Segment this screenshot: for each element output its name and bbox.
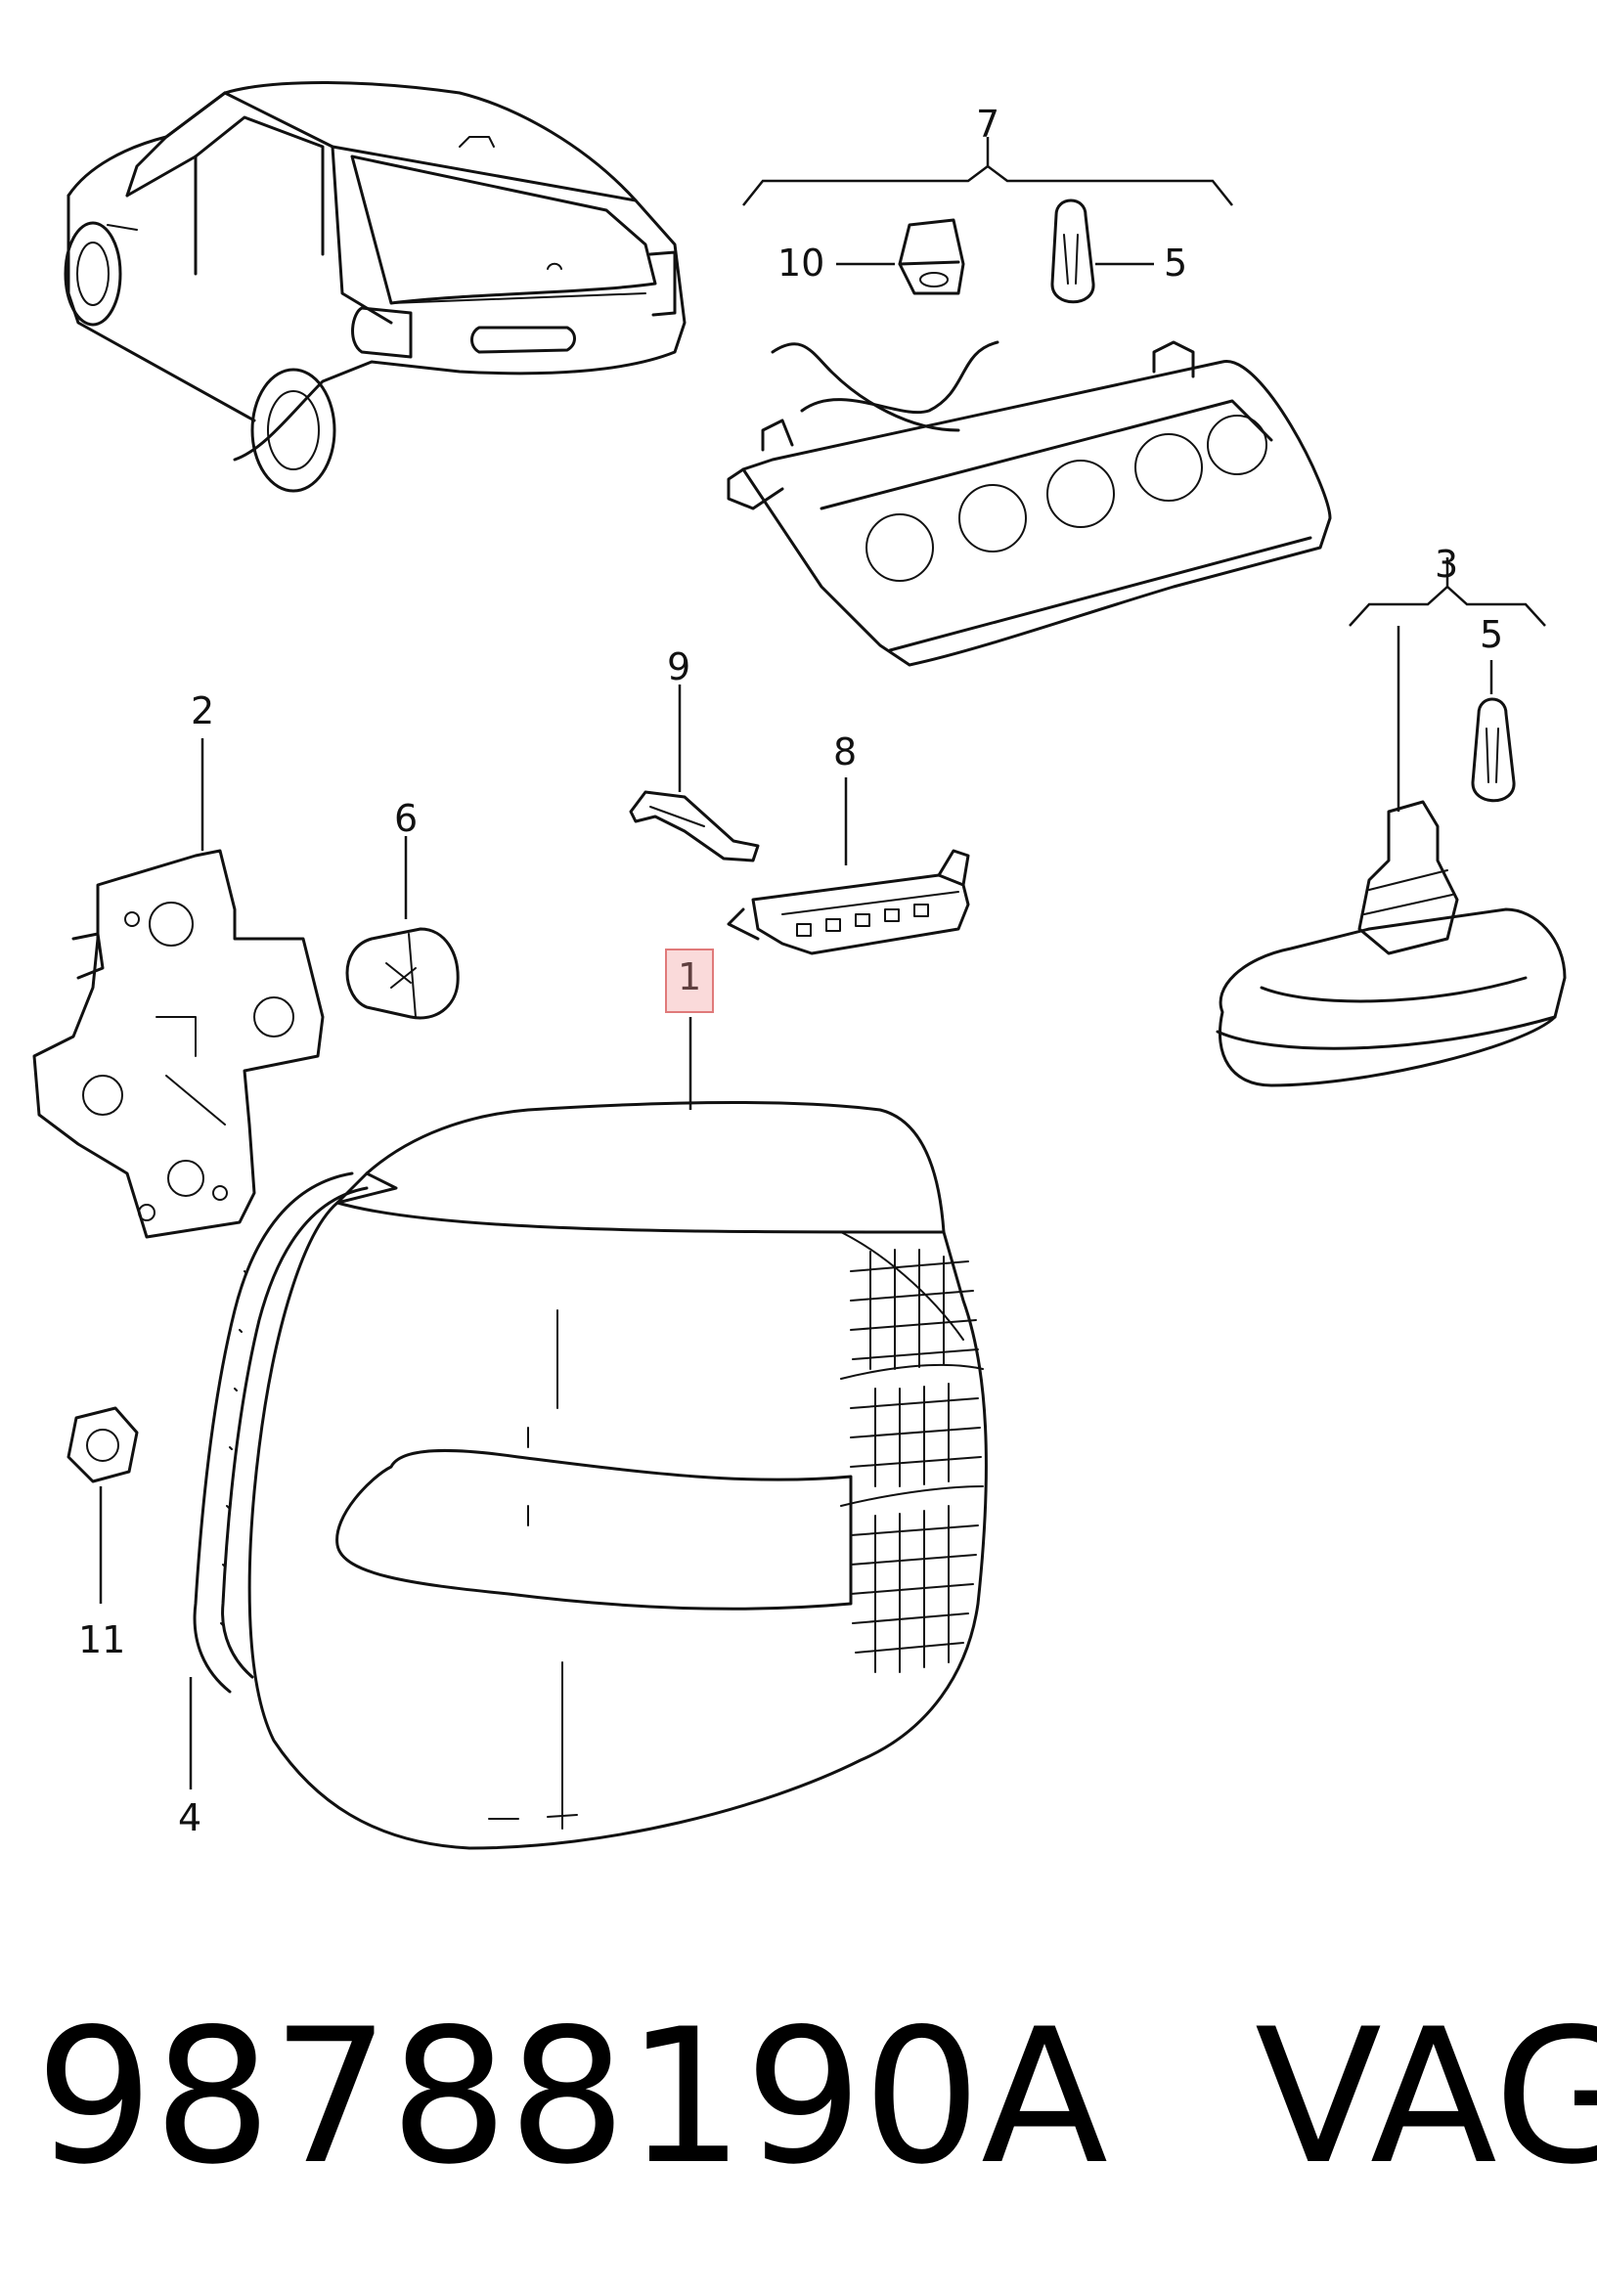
- lens-grid-bottom: [850, 1505, 979, 1673]
- callout-10: 10: [777, 242, 824, 285]
- high-mount-brake-light: [727, 137, 1332, 667]
- callout-2: 2: [191, 689, 214, 732]
- callout-4: 4: [178, 1796, 201, 1839]
- lens-grid-middle: [850, 1383, 982, 1487]
- callout-5-right: 5: [1480, 613, 1503, 656]
- callout-9: 9: [667, 645, 690, 688]
- contact-clip: [629, 684, 760, 862]
- callout-6: 6: [394, 797, 418, 840]
- callout-11: 11: [78, 1618, 125, 1661]
- bulb-holder-plate: [32, 738, 325, 1239]
- part-number: 98788190A: [35, 1989, 1109, 2205]
- callout-8: 8: [833, 730, 857, 773]
- bayonet-bulb: [345, 836, 460, 1020]
- callout-7: 7: [976, 103, 999, 146]
- terminal-block: [727, 777, 970, 955]
- lens-grid-top: [850, 1249, 979, 1370]
- brand-name: VAG: [1255, 1989, 1597, 2205]
- number-plate-light: [1216, 557, 1567, 1087]
- tail-light: [247, 1017, 988, 1850]
- callout-3: 3: [1435, 543, 1458, 586]
- bulb-socket: [836, 218, 965, 295]
- wedge-bulb-right: [1471, 660, 1516, 803]
- wedge-bulb-top: [1050, 199, 1154, 304]
- gasket: [189, 1171, 369, 1789]
- selected-part-highlight: [665, 949, 714, 1013]
- callout-1: 1: [678, 955, 701, 998]
- car-illustration: [64, 81, 687, 493]
- callout-5-top: 5: [1164, 242, 1187, 285]
- hex-nut: [67, 1406, 139, 1604]
